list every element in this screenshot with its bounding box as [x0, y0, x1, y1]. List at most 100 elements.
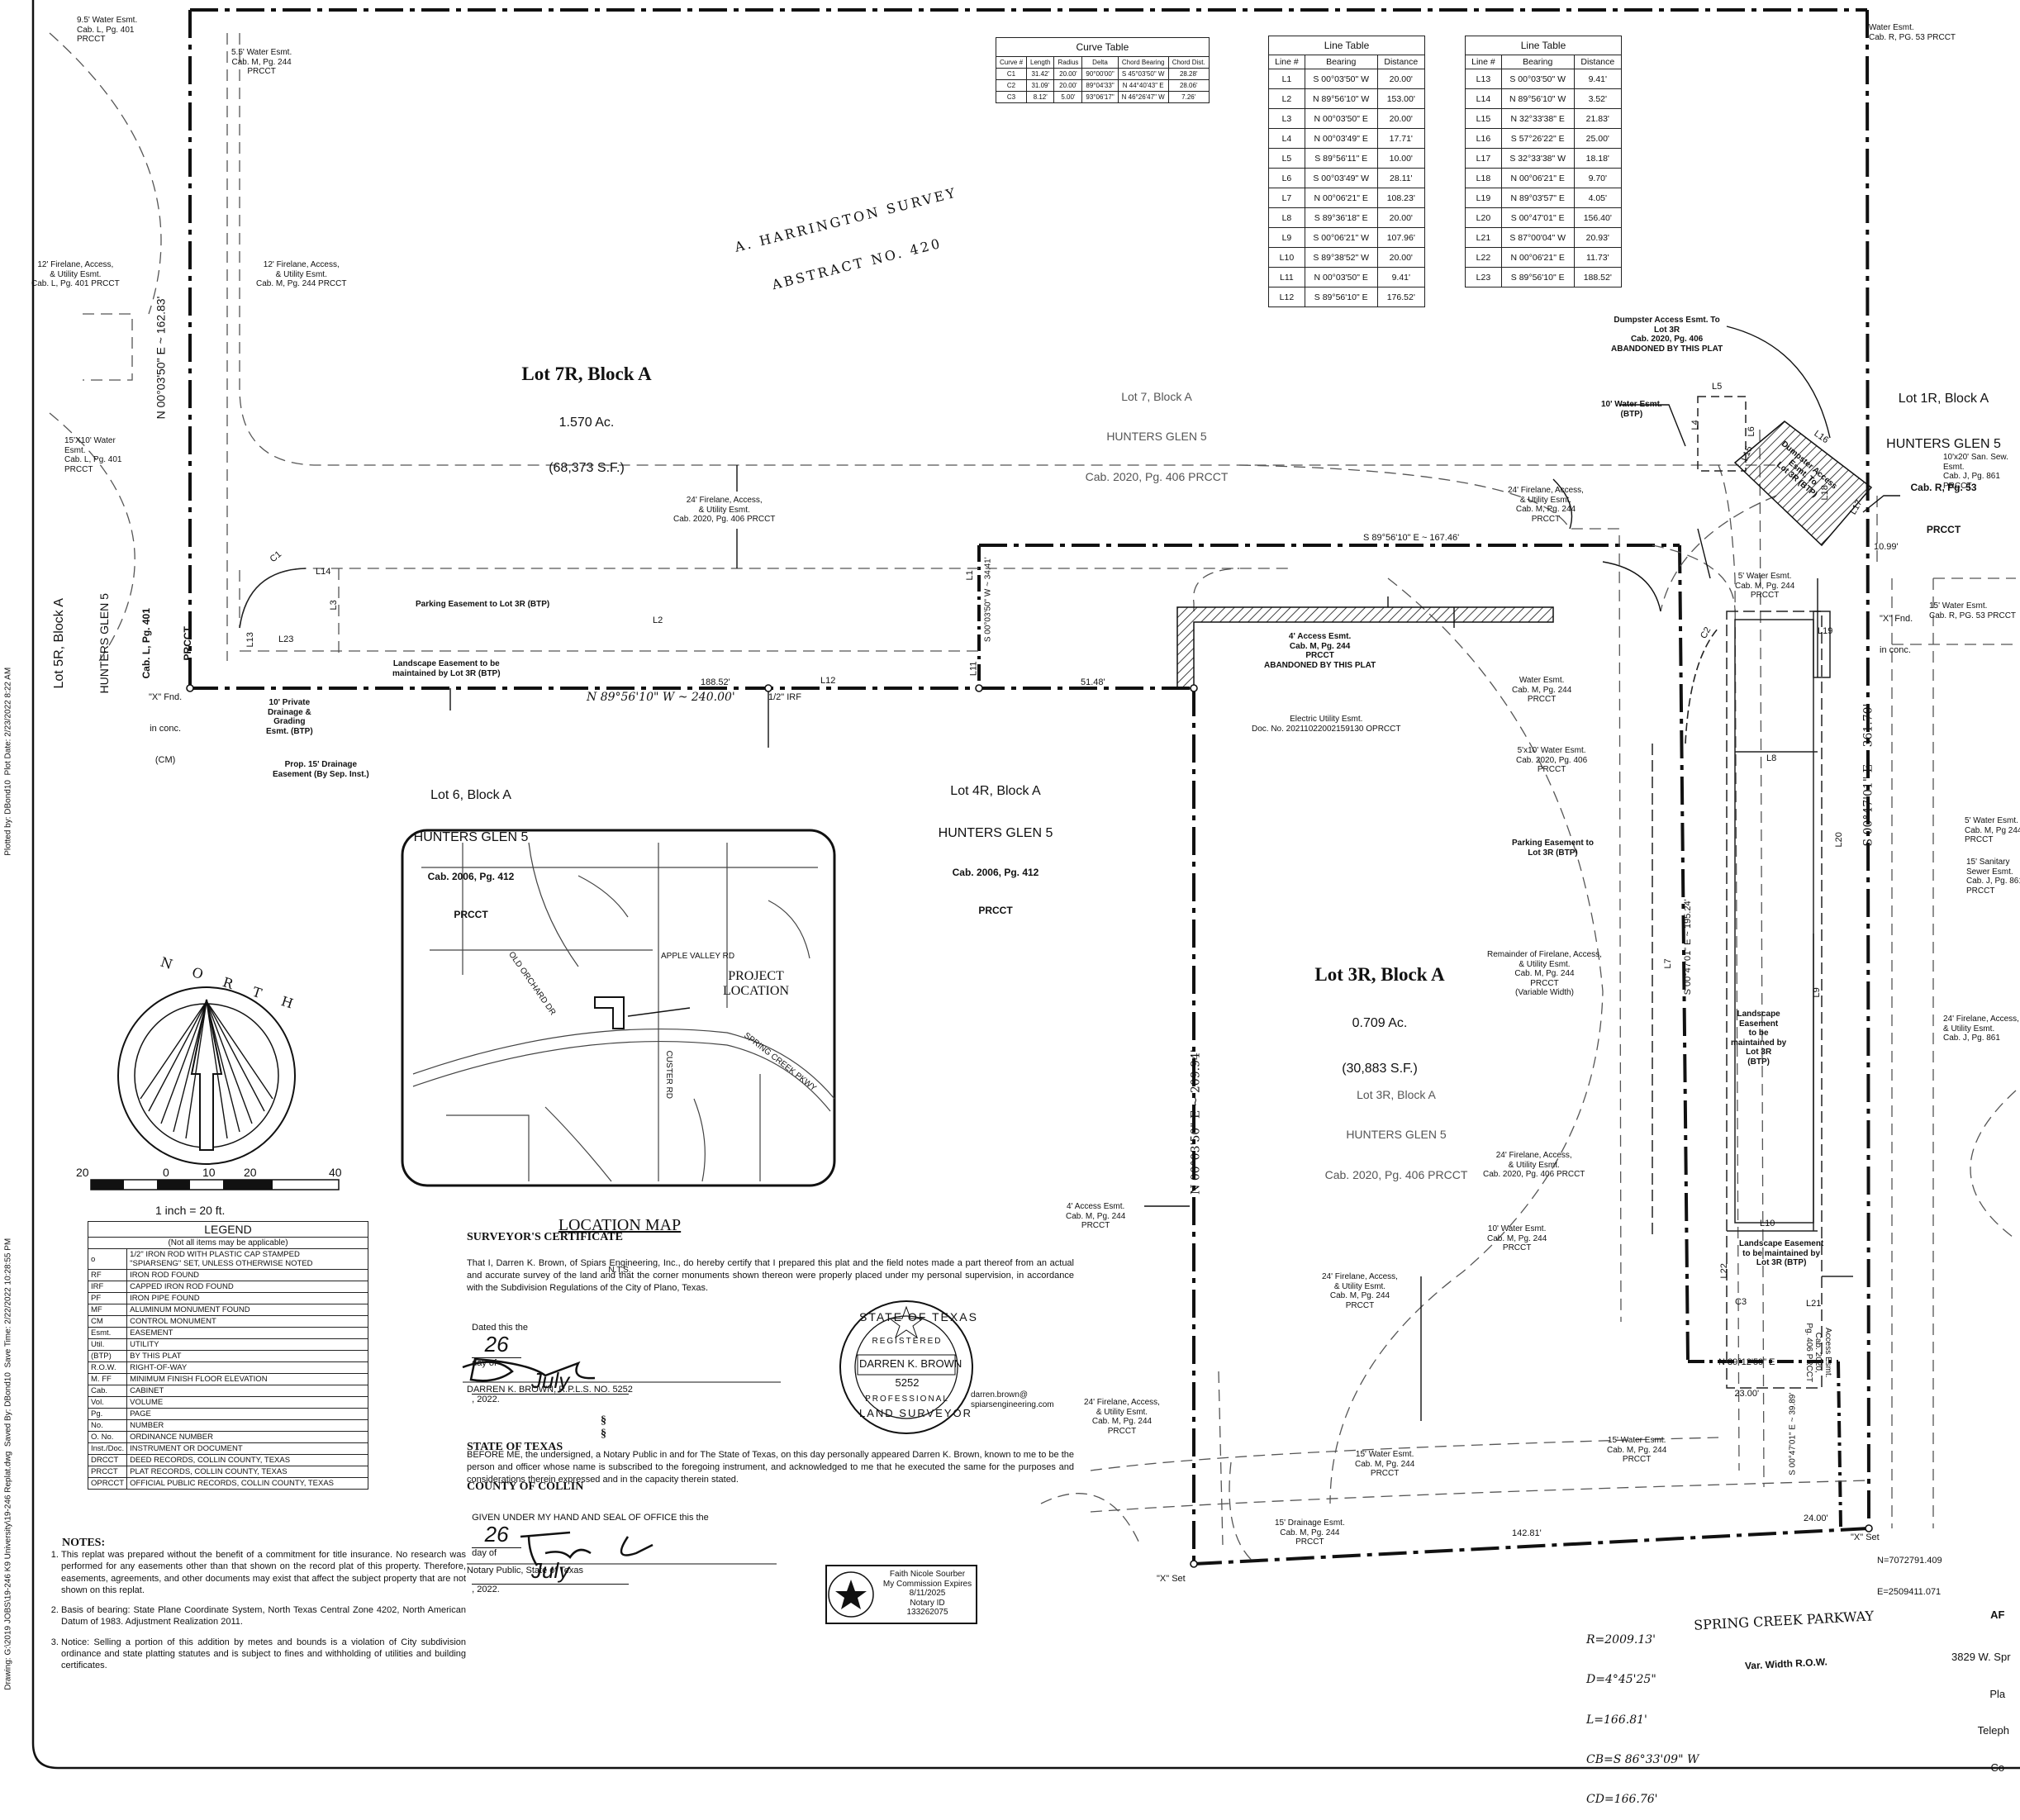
line-label-l9: L9 [1811, 987, 1822, 998]
legend-abbr: Inst./Doc. [87, 1442, 128, 1455]
seal-ls: LAND SURVEYOR [859, 1407, 973, 1419]
call-51: 51.48' [1081, 677, 1105, 687]
notary-given: GIVEN UNDER MY HAND AND SEAL OF OFFICE t… [467, 1502, 709, 1594]
monuments [186, 684, 1873, 1568]
legend-desc: VOLUME [126, 1396, 368, 1409]
lot-3r-name: Lot 3R, Block A [1314, 963, 1445, 985]
line-table-cell: L11 [1268, 267, 1305, 287]
legend-desc: NUMBER [126, 1419, 368, 1432]
abandoned-4ft-esmt [1176, 606, 1554, 689]
curve-table-cell: N 46°26'47" W [1117, 91, 1169, 103]
line-table-cell: 11.73' [1573, 247, 1623, 268]
curve-table-cell: 90°00'00" [1081, 68, 1119, 80]
line-table-cell: L12 [1268, 287, 1305, 307]
cert-signer: DARREN K. BROWN, R.P.L.S. NO. 5252 [467, 1385, 633, 1395]
legend-abbr: o [87, 1248, 128, 1270]
legend-abbr: MF [87, 1304, 128, 1316]
curve-r: R=2009.13' [1586, 1633, 1656, 1647]
x-fnd-2-b: in conc. [1880, 645, 1911, 656]
lot-1r-l4: PRCCT [1926, 523, 1961, 535]
call-south-east: S 00°47'01" E ~ 39.89' [1788, 1392, 1798, 1475]
line-label-l4: L4 [1690, 420, 1700, 430]
south-curve [1193, 1527, 1870, 1566]
legend-desc: ORDINANCE NUMBER [126, 1431, 368, 1443]
x-fnd-2-a: "X" Fnd. [1880, 614, 1913, 625]
lot-1r-l3: Cab. R, Pg. 53 [1910, 482, 1977, 494]
line-label-l6: L6 [1746, 426, 1756, 437]
lot-6-l1: Lot 6, Block A [430, 788, 511, 803]
line-table-cell: L10 [1268, 247, 1305, 268]
esmt-a7: Parking Easement to Lot 3R (BTP) [416, 600, 550, 609]
call-24: 24.00' [1804, 1513, 1828, 1523]
line-table-cell: L4 [1268, 128, 1305, 149]
line-table-cell: S 00°47'01" E [1500, 207, 1575, 228]
line-table-cell: L13 [1465, 69, 1502, 89]
legend-desc: RIGHT-OF-WAY [126, 1361, 368, 1374]
lot-7r-label: Lot 7R, Block A 1.570 Ac. (68,373 S.F.) [496, 333, 677, 492]
line-label-l7: L7 [1662, 958, 1673, 969]
legend-abbr: (BTP) [87, 1350, 128, 1362]
road-label: SPRING CREEK PARKWAY Var. Width R.O.W. [1675, 1577, 1894, 1691]
lot-5r-l2: HUNTERS GLEN 5 [97, 593, 112, 694]
call-south-7r: N 89°56'10" W ~ 240.00' [587, 691, 735, 704]
line-table-cell: N 89°56'10" W [1304, 88, 1378, 109]
curve-table-header: Curve # [995, 56, 1028, 69]
legend-row: No.NUMBER [87, 1419, 368, 1432]
line-table-cell: 3.52' [1573, 88, 1623, 109]
line-label-l23: L23 [278, 634, 294, 644]
line-table-2-title: Line Table [1465, 36, 1622, 55]
coords-n: N=7072791.409 [1877, 1556, 1942, 1566]
legend-abbr: R.O.W. [87, 1361, 128, 1374]
title-block-a: AF [1990, 1608, 2005, 1621]
line-table-cell: L21 [1465, 227, 1502, 248]
line-table-cell: L17 [1465, 148, 1502, 169]
esmt-a10: Prop. 15' Drainage Easement (By Sep. Ins… [273, 760, 369, 779]
curve-c2 [1685, 627, 1719, 744]
legend-desc: ALUMINUM MONUMENT FOUND [126, 1304, 368, 1316]
line-table-cell: S 57°26'22" E [1500, 128, 1575, 149]
line-table-cell: L19 [1465, 188, 1502, 208]
lot-7-l3: Cab. 2020, Pg. 406 PRCCT [1085, 469, 1229, 483]
line-table-cell: 20.00' [1376, 108, 1426, 129]
curve-table-header: Length [1026, 56, 1055, 69]
x-fnd-1: "X" Fnd. in conc. (CM) [149, 672, 182, 776]
line-table-cell: S 89°56'10" E [1500, 267, 1575, 287]
line-table-cell: 107.96' [1376, 227, 1426, 248]
coords-e: E=2509411.071 [1877, 1587, 1942, 1598]
legend-desc: OFFICIAL PUBLIC RECORDS, COLLIN COUNTY, … [126, 1477, 368, 1490]
line-label-l22: L22 [1718, 1263, 1729, 1279]
legend-abbr: Cab. [87, 1385, 128, 1397]
line-label-l1: L1 [964, 570, 975, 581]
road-name: SPRING CREEK PARKWAY [1693, 1608, 1875, 1633]
call-10-99: 10.99' [1874, 542, 1899, 552]
esmt-a16: 5' Water Esmt. Cab. M, Pg. 244 PRCCT [1735, 572, 1795, 600]
landscape-boxes [1652, 396, 1853, 1389]
curve-cb: CB=S 86°33'09" W [1586, 1753, 1699, 1767]
line-table-cell: 17.71' [1376, 128, 1426, 149]
legend-abbr: OPRCCT [87, 1477, 128, 1490]
lot-6-l3: Cab. 2006, Pg. 412 [427, 871, 515, 883]
legend-title: LEGEND [88, 1221, 368, 1238]
curve-table-header: Chord Dist. [1167, 56, 1210, 69]
scale-tick-1: 0 [163, 1166, 169, 1179]
lot-3-l3: Cab. 2020, Pg. 406 PRCCT [1324, 1167, 1468, 1181]
line-table-cell: 156.40' [1573, 207, 1623, 228]
cert-email: darren.brown@ spiarsengineering.com [971, 1390, 1054, 1409]
call-west-line: N 00°03'50" E ~ 162.83' [154, 296, 168, 420]
line-table-cell: 10.00' [1376, 148, 1426, 169]
esmt-a15: 24' Firelane, Access, & Utility Esmt. Ca… [1508, 486, 1584, 524]
line-label-l13: L13 [245, 632, 255, 648]
legend-desc: UTILITY [126, 1338, 368, 1351]
line-table-cell: 108.23' [1376, 188, 1426, 208]
